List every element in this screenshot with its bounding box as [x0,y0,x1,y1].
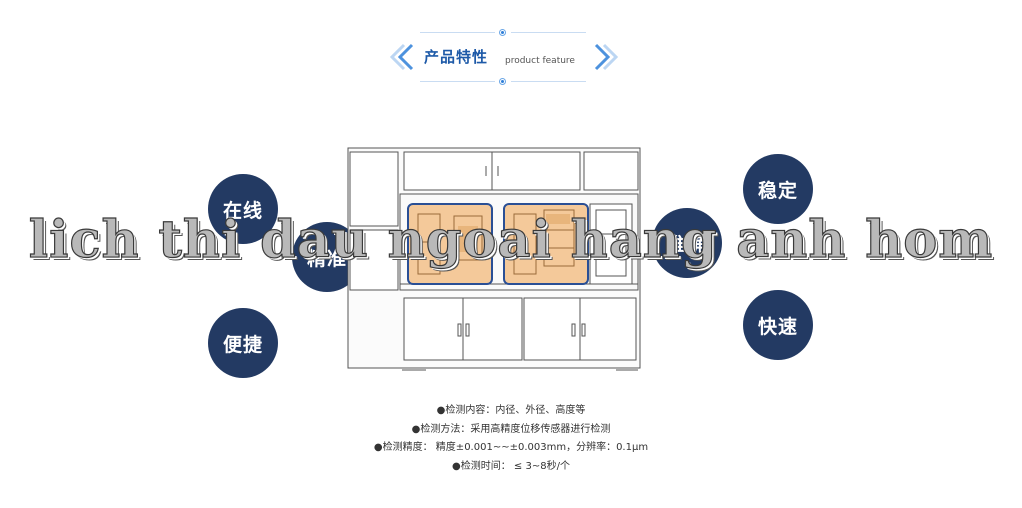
inspection-machine-illustration [347,147,641,371]
header-top-line-right [511,32,586,33]
section-header: 产品特性 product feature [380,26,630,88]
section-subtitle: product feature [505,56,575,66]
header-top-line [420,32,495,33]
section-title: 产品特性 [424,48,489,66]
feature-convenient: 便捷 [208,308,278,378]
spec-item: ●检测内容：内径、外径、高度等 [436,405,586,416]
header-top-dot [499,29,506,36]
spec-item: ●检测方法：采用高精度位移传感器进行检测 [411,423,611,435]
feature-accurate: 准确 [652,208,722,278]
feature-fast: 快速 [743,290,813,360]
feature-online: 在线 [208,174,278,244]
spec-list: ●检测内容：内径、外径、高度等 ●检测方法：采用高精度位移传感器进行检测 ●检测… [0,402,1022,476]
spec-item: ●检测时间： ≤ 3~8秒/个 [452,460,570,472]
feature-stable: 稳定 [743,154,813,224]
watermark-text: lich thi dau ngoai hang anh hom [28,209,994,270]
spec-item: ●检测精度： 精度±0.001~~±0.003mm，分辨率：0.1μm [373,442,649,453]
header-bottom-line [420,81,495,82]
header-bottom-line-right [511,81,586,82]
chevron-right-icon [594,43,619,71]
header-bottom-dot [499,78,506,85]
chevron-left-icon [389,43,414,71]
